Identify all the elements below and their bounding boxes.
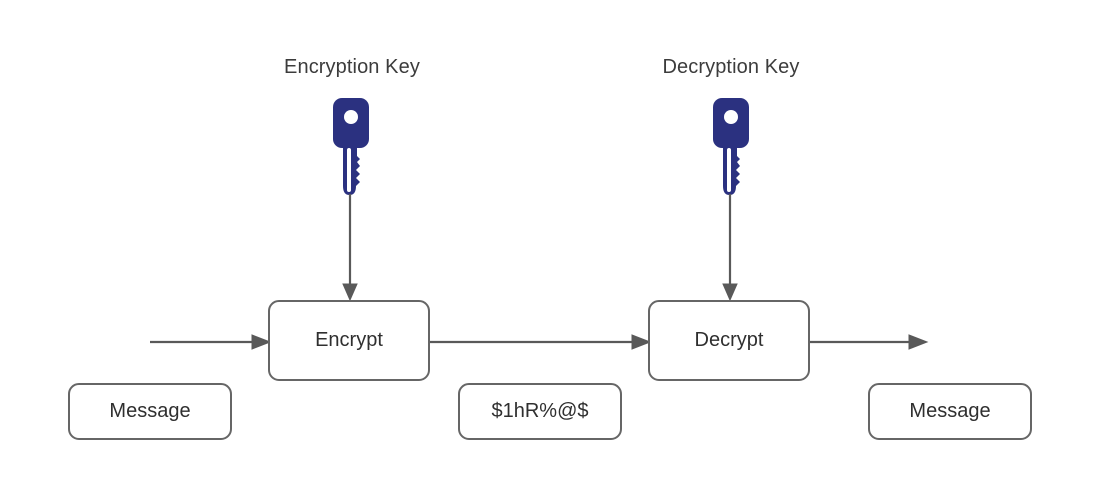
- output-message-box[interactable]: Message: [868, 383, 1032, 440]
- ciphertext-box[interactable]: $1hR%@$: [458, 383, 622, 440]
- encryption-key-icon: [327, 96, 371, 200]
- decryption-key-connector: [722, 194, 738, 302]
- encrypt-box-label: Encrypt: [315, 329, 383, 351]
- encryption-key-label: Encryption Key: [284, 56, 420, 78]
- decryption-key-label: Decryption Key: [662, 56, 800, 78]
- encrypt-box[interactable]: Encrypt: [268, 300, 430, 381]
- decryption-key-icon: [707, 96, 751, 200]
- decrypt-box[interactable]: Decrypt: [648, 300, 810, 381]
- input-message-box[interactable]: Message: [68, 383, 232, 440]
- input-to-encrypt-arrow: [150, 334, 272, 350]
- output-message-label: Message: [909, 400, 991, 422]
- encryption-key-connector: [342, 194, 358, 302]
- decrypt-box-label: Decrypt: [694, 329, 764, 351]
- ciphertext-label: $1hR%@$: [491, 400, 589, 422]
- encrypt-to-decrypt-arrow: [430, 334, 652, 350]
- decrypt-to-output-arrow: [810, 334, 929, 350]
- input-message-label: Message: [109, 400, 191, 422]
